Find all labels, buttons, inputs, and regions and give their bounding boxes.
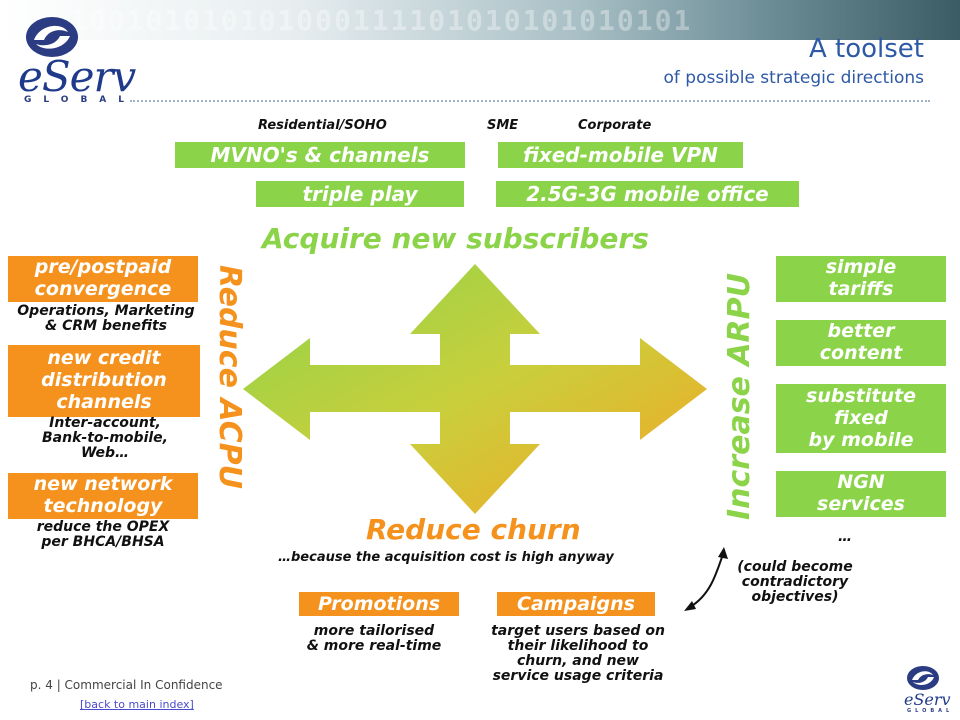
banner-digits: 100101010101000111101010101010101 [70,4,693,37]
box-line: technology [43,495,163,517]
note-line: Web… [80,445,130,461]
note-line: target users based on [491,623,665,639]
logo-wordmark: eServ [18,52,136,101]
promotions-note: more tailorised & more real-time [290,624,458,654]
note-line: their likelihood to [507,638,649,654]
box-line: fixed [834,407,888,429]
note-line: Bank-to-mobile, [42,430,168,446]
campaigns-note: target users based on their likelihood t… [468,624,688,684]
contradictory-note: (could become contradictory objectives) [725,560,865,605]
box-line: substitute [806,385,916,407]
box-line: new network [33,473,173,495]
back-to-index-link[interactable]: [back to main index] [80,698,194,711]
note-line: (could become [737,559,853,575]
eserv-small-logo-icon [907,666,939,690]
box-line: pre/postpaid [34,256,172,278]
better-content-box: better content [776,320,946,366]
mvno-channels-box: MVNO's & channels [175,142,465,168]
box-line: new credit [47,347,161,369]
title-divider [130,100,930,102]
note-line: & more real-time [306,638,442,654]
promotions-box: Promotions [299,592,459,616]
four-way-arrow-icon [243,264,707,514]
network-technology-note: reduce the OPEX per BHCA/BHSA [8,520,198,550]
credit-distribution-note: Inter-account, Bank-to-mobile, Web… [10,416,200,461]
simple-tariffs-box: simple tariffs [776,256,946,302]
churn-note: …because the acquisition cost is high an… [278,550,614,565]
box-line: better [827,320,895,342]
note-line: Operations, Marketing [17,303,195,319]
box-line: NGN [837,471,885,493]
box-line: tariffs [828,278,894,300]
acquire-heading: Acquire new subscribers [262,222,649,255]
ngn-services-box: NGN services [776,471,946,517]
note-line: churn, and new [516,653,639,669]
box-line: channels [56,391,152,413]
campaigns-box: Campaigns [497,592,655,616]
note-line: per BHCA/BHSA [41,534,165,550]
substitute-fixed-box: substitute fixed by mobile [776,384,946,453]
header-banner [0,0,960,40]
segment-sme: SME [487,118,519,133]
segment-corporate: Corporate [578,118,652,133]
segment-residential: Residential/SOHO [258,118,387,133]
network-technology-box: new network technology [8,473,198,519]
more-items-ellipsis: … [838,529,852,545]
note-line: & CRM benefits [45,318,167,334]
note-line: reduce the OPEX [36,519,170,535]
logo-subtitle: GLOBAL [24,95,137,105]
box-line: by mobile [808,429,914,451]
page-subtitle: of possible strategic directions [663,68,924,88]
page-footer: p. 4 | Commercial In Confidence [30,678,223,692]
eserv-logo-icon [26,17,78,57]
note-line: contradictory [741,574,849,590]
page-title: A toolset [808,34,924,64]
prepostpaid-convergence-box: pre/postpaid convergence [8,256,198,302]
triple-play-box: triple play [256,181,464,207]
curved-double-arrow-icon [684,547,728,611]
mobile-office-box: 2.5G-3G mobile office [496,181,799,207]
reduce-churn-heading: Reduce churn [366,513,581,546]
note-line: more tailorised [313,623,435,639]
increase-arpu-label: Increase ARPU [722,272,757,520]
note-line: Inter-account, [49,415,161,431]
fixed-mobile-vpn-box: fixed-mobile VPN [498,142,743,168]
prepostpaid-note: Operations, Marketing & CRM benefits [6,304,206,334]
box-line: distribution [41,369,167,391]
small-logo-wordmark: eServ [904,690,951,709]
reduce-acpu-label: Reduce ACPU [212,265,247,490]
box-line: services [817,493,905,515]
box-line: convergence [34,278,172,300]
box-line: content [819,342,903,364]
credit-distribution-box: new credit distribution channels [8,345,200,417]
note-line: service usage criteria [492,668,664,684]
note-line: objectives) [751,589,839,605]
box-line: simple [825,256,897,278]
small-logo-subtitle: GLOBAL [907,708,954,714]
